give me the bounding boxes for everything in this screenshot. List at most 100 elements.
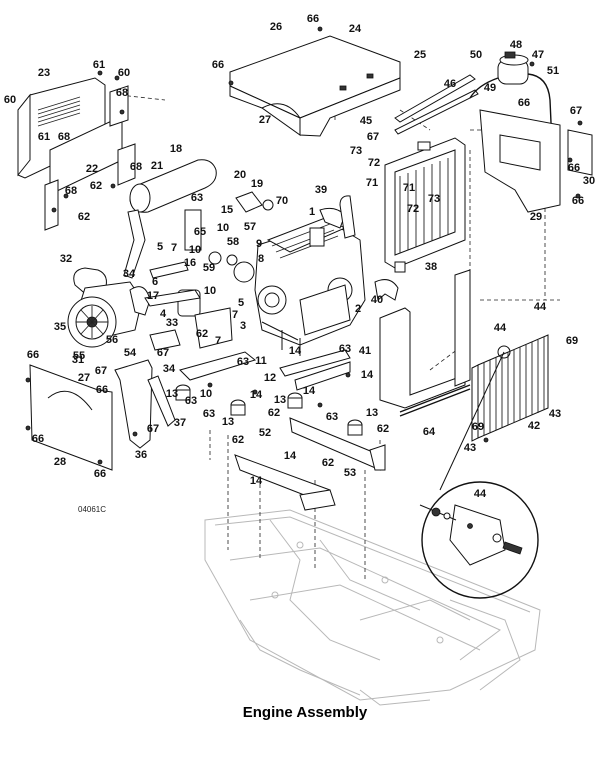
part-callout-67: 67 — [367, 131, 379, 143]
part-callout-50: 50 — [470, 49, 482, 61]
part-callout-26: 26 — [270, 21, 282, 33]
right-side-panel — [479, 109, 593, 213]
part-callout-54: 54 — [124, 347, 137, 359]
part-callout-66: 66 — [307, 13, 319, 25]
part-callout-46: 46 — [444, 78, 456, 90]
part-callout-67: 67 — [95, 365, 107, 377]
part-callout-62: 62 — [90, 180, 102, 192]
part-callout-13: 13 — [366, 407, 378, 419]
part-callout-62: 62 — [232, 434, 244, 446]
part-callout-34: 34 — [163, 363, 176, 375]
part-callout-68: 68 — [65, 185, 77, 197]
part-callout-32: 32 — [60, 253, 72, 265]
part-callout-67: 67 — [157, 347, 169, 359]
part-callout-18: 18 — [170, 143, 182, 155]
part-callout-48: 48 — [510, 39, 522, 51]
part-callout-57: 57 — [244, 221, 256, 233]
part-callout-62: 62 — [78, 211, 90, 223]
part-callout-62: 62 — [196, 328, 208, 340]
part-callout-53: 53 — [344, 467, 356, 479]
part-callout-63: 63 — [185, 395, 197, 407]
part-callout-73: 73 — [428, 193, 440, 205]
part-callout-5: 5 — [157, 241, 163, 253]
part-callout-13: 13 — [222, 416, 234, 428]
part-callout-72: 72 — [368, 157, 380, 169]
lower-frame-rails — [234, 417, 386, 511]
part-callout-66: 66 — [94, 468, 106, 480]
part-callout-41: 41 — [359, 345, 371, 357]
part-callout-45: 45 — [360, 115, 372, 127]
part-callout-17: 17 — [147, 290, 159, 302]
part-callout-10: 10 — [217, 222, 229, 234]
part-callout-37: 37 — [174, 417, 186, 429]
part-callout-44: 44 — [474, 488, 487, 500]
engine-mounts — [175, 349, 363, 436]
muffler-exhaust — [123, 159, 217, 279]
part-callout-70: 70 — [276, 195, 288, 207]
part-callout-43: 43 — [549, 408, 561, 420]
part-callout-13: 13 — [166, 388, 178, 400]
left-shroud-assembly — [17, 70, 136, 231]
part-callout-40: 40 — [371, 294, 383, 306]
part-callout-69: 69 — [472, 421, 484, 433]
part-callout-66: 66 — [518, 97, 530, 109]
part-callout-20: 20 — [234, 169, 246, 181]
part-callout-44: 44 — [494, 322, 507, 334]
part-callout-19: 19 — [251, 178, 263, 190]
part-callout-68: 68 — [130, 161, 142, 173]
part-callout-24: 24 — [349, 23, 362, 35]
part-callout-25: 25 — [414, 49, 426, 61]
part-callout-43: 43 — [464, 442, 476, 454]
fastener-detail-inset — [419, 351, 539, 599]
part-callout-39: 39 — [315, 184, 327, 196]
part-callout-14: 14 — [250, 389, 263, 401]
part-callout-31: 31 — [72, 354, 84, 366]
rear-grille — [471, 334, 549, 443]
part-callout-1: 1 — [309, 206, 315, 218]
part-callout-21: 21 — [151, 160, 163, 172]
part-callout-67: 67 — [147, 423, 159, 435]
left-lower-panel — [25, 359, 176, 471]
part-callout-65: 65 — [194, 226, 206, 238]
part-callout-71: 71 — [403, 182, 415, 194]
part-callout-12: 12 — [264, 372, 276, 384]
air-cleaner-assembly — [67, 267, 181, 351]
part-callout-66: 66 — [96, 384, 108, 396]
part-callout-16: 16 — [184, 257, 196, 269]
part-callout-66: 66 — [572, 195, 584, 207]
part-callout-7: 7 — [171, 242, 177, 254]
part-callout-13: 13 — [274, 394, 286, 406]
engine-block — [208, 191, 366, 356]
part-callout-10: 10 — [200, 388, 212, 400]
part-callout-66: 66 — [27, 349, 39, 361]
part-callout-10: 10 — [189, 244, 201, 256]
part-callout-60: 60 — [118, 67, 130, 79]
part-callout-44: 44 — [534, 301, 547, 313]
part-callout-6: 6 — [152, 276, 158, 288]
part-callout-56: 56 — [106, 334, 118, 346]
part-callout-4: 4 — [160, 308, 167, 320]
part-callout-36: 36 — [135, 449, 147, 461]
part-callout-60: 60 — [4, 94, 16, 106]
part-callout-49: 49 — [484, 82, 496, 94]
part-callout-34: 34 — [123, 268, 136, 280]
part-callout-62: 62 — [268, 407, 280, 419]
part-callout-14: 14 — [303, 385, 316, 397]
part-callout-61: 61 — [93, 59, 105, 71]
diagram-caption: Engine Assembly — [242, 704, 368, 721]
part-callout-66: 66 — [212, 59, 224, 71]
part-callout-29: 29 — [530, 211, 542, 223]
part-callout-58: 58 — [227, 236, 239, 248]
part-callout-14: 14 — [361, 369, 374, 381]
hoses-and-filters — [144, 195, 399, 349]
coolant-reservoir-assembly — [394, 51, 553, 146]
part-callout-51: 51 — [547, 65, 559, 77]
radiator — [379, 137, 471, 417]
part-callout-68: 68 — [58, 131, 70, 143]
part-callout-33: 33 — [166, 317, 178, 329]
part-callout-30: 30 — [583, 175, 595, 187]
part-callout-63: 63 — [191, 192, 203, 204]
part-callout-72: 72 — [407, 203, 419, 215]
